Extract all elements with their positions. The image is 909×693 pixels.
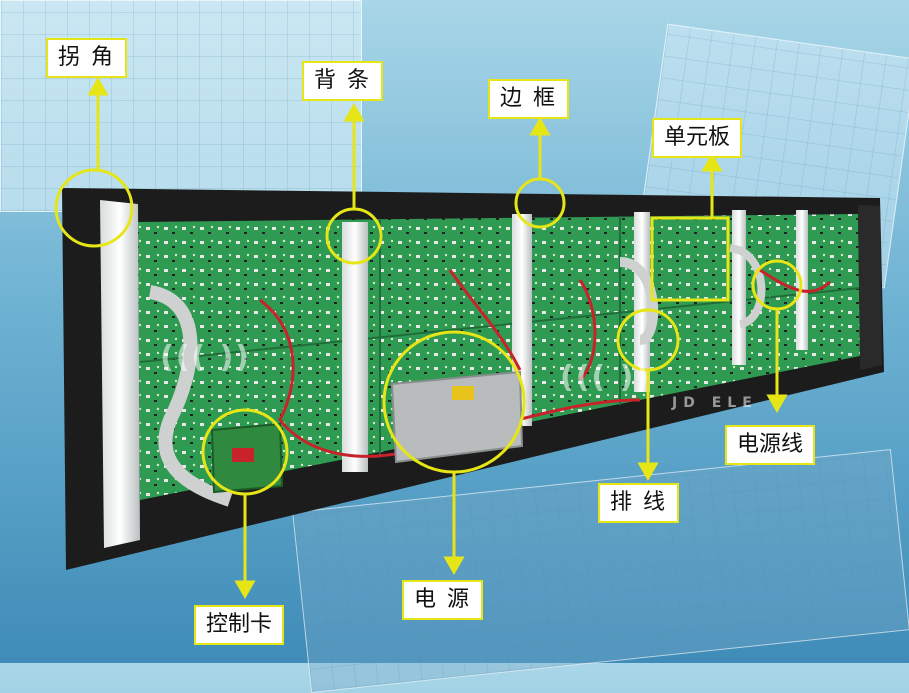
label-power-cable: 电源线 <box>725 425 816 465</box>
unit-boards-area <box>138 214 860 500</box>
label-control-card: 控制卡 <box>194 605 285 645</box>
label-corner: 拐 角 <box>46 38 127 78</box>
label-ribbon-cable: 排 线 <box>598 483 679 523</box>
unit-board-callout-box <box>650 216 730 302</box>
power-supply-unit <box>390 370 524 464</box>
background-blueprint-left <box>0 0 362 212</box>
corner-post <box>100 200 140 548</box>
label-back-bar: 背 条 <box>302 61 383 101</box>
led-display-illustration <box>54 76 884 600</box>
label-unit-board: 单元板 <box>652 118 743 158</box>
watermark-logo-right: ((( )) <box>560 360 651 395</box>
label-power-supply: 电 源 <box>402 580 483 620</box>
label-frame: 边 框 <box>488 79 569 119</box>
watermark-logo-left: ((( )) <box>160 340 251 375</box>
watermark-brand: JD ELE <box>672 395 758 411</box>
corner-callout-circle <box>54 168 134 248</box>
